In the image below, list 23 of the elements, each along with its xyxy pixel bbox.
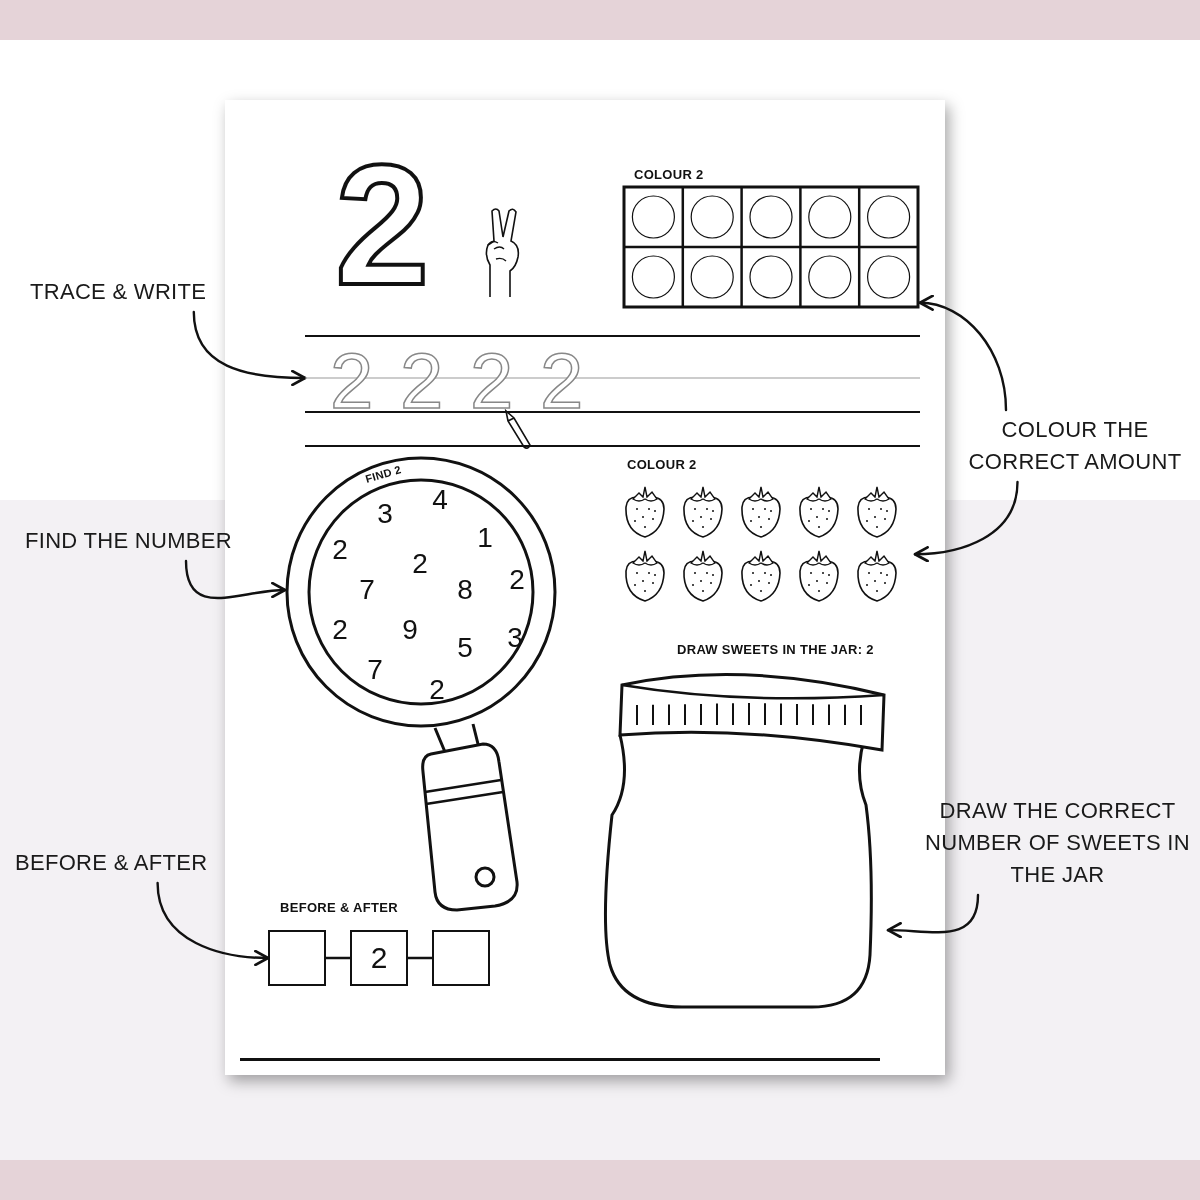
tracing-digit: 2 xyxy=(400,342,444,420)
search-number: 4 xyxy=(432,486,448,514)
activity-heading: FIND 2 xyxy=(364,463,403,485)
search-number: 2 xyxy=(332,616,348,644)
activity-heading: DRAW SWEETS IN THE JAR: 2 xyxy=(677,642,874,657)
outlined-numeral: 2 xyxy=(335,140,430,310)
tracing-digit: 2 xyxy=(540,342,584,420)
search-number: 2 xyxy=(332,536,348,564)
search-number: 2 xyxy=(412,550,428,578)
search-number: 5 xyxy=(457,634,473,662)
activity-heading: COLOUR 2 xyxy=(634,167,704,182)
activity-heading: COLOUR 2 xyxy=(627,457,697,472)
search-number: 7 xyxy=(367,656,383,684)
search-number: 3 xyxy=(377,500,393,528)
tracing-digit: 2 xyxy=(330,342,374,420)
search-number: 7 xyxy=(359,576,375,604)
search-number: 2 xyxy=(509,566,525,594)
search-number: 1 xyxy=(477,524,493,552)
tracing-digit: 2 xyxy=(470,342,514,420)
search-number: 8 xyxy=(457,576,473,604)
search-number: 9 xyxy=(402,616,418,644)
search-number: 2 xyxy=(429,676,445,704)
activity-heading: BEFORE & AFTER xyxy=(280,900,398,915)
